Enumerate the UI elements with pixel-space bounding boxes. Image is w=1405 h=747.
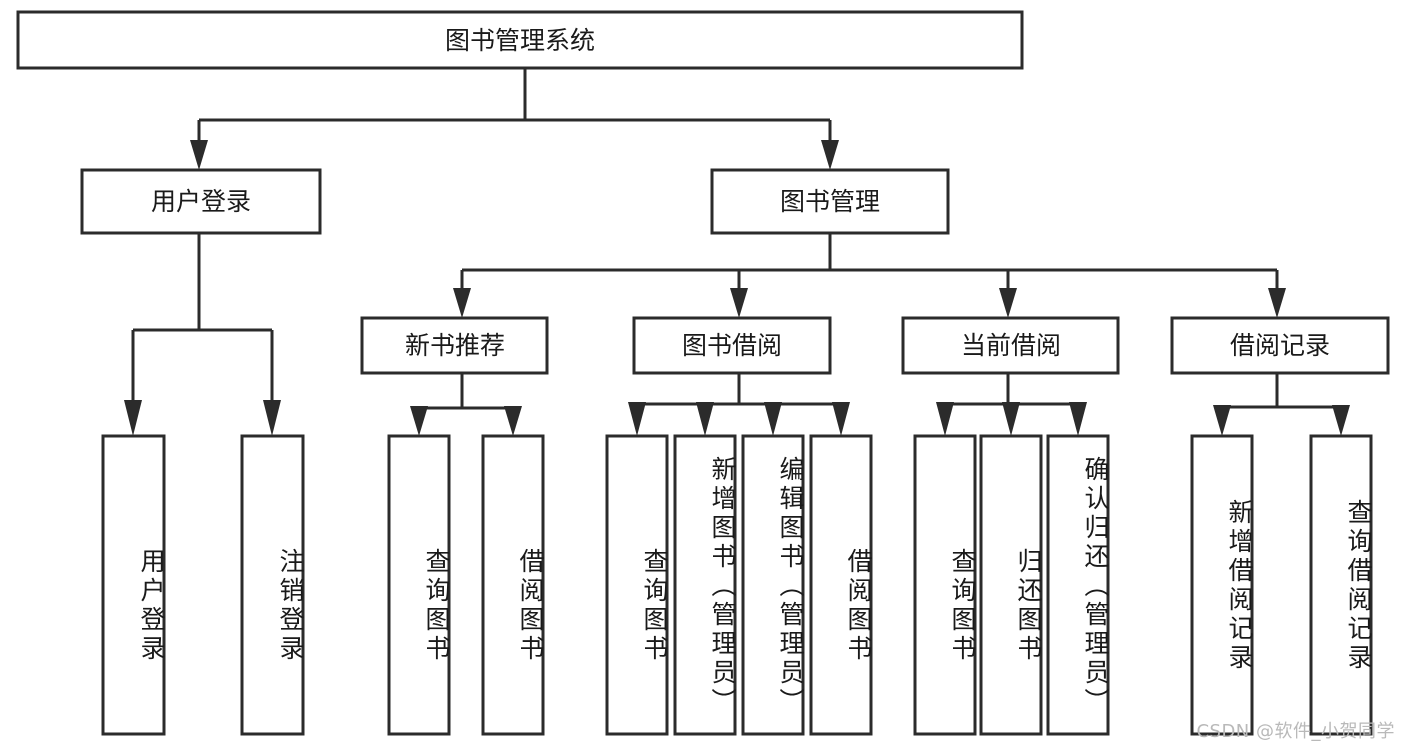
node-user-login-label: 用户登录 bbox=[151, 187, 251, 216]
arrow-head-icon bbox=[696, 402, 714, 436]
node-current-borrow-label: 当前借阅 bbox=[961, 331, 1061, 360]
node-root-book-management-system[interactable] bbox=[16, 10, 1024, 70]
node-leaf-logout[interactable] bbox=[240, 434, 305, 736]
node-leaf-add-book-admin[interactable] bbox=[673, 434, 737, 736]
node-layer: 图书管理系统 用户登录 图书管理 新书推荐 图书借阅 当前借阅 借阅记录 bbox=[16, 10, 1390, 736]
arrow-head-icon bbox=[764, 402, 782, 436]
node-book-management[interactable] bbox=[710, 168, 950, 235]
arrow-head-icon bbox=[1332, 405, 1350, 436]
arrow-head-icon bbox=[263, 400, 281, 436]
arrow-head-icon bbox=[936, 402, 954, 436]
node-book-borrow-label: 图书借阅 bbox=[682, 331, 782, 360]
node-leaf-query-book-nb[interactable] bbox=[387, 434, 451, 736]
arrow-head-icon bbox=[1268, 288, 1286, 318]
arrow-head-icon bbox=[1002, 402, 1020, 436]
node-new-book-recommend[interactable] bbox=[360, 316, 549, 375]
node-leaf-confirm-return-admin[interactable] bbox=[1046, 434, 1110, 736]
node-leaf-query-book-bb[interactable] bbox=[605, 434, 669, 736]
node-leaf-user-login[interactable] bbox=[101, 434, 166, 736]
arrow-head-icon bbox=[821, 140, 839, 170]
arrow-head-icon bbox=[1069, 402, 1087, 436]
node-new-book-recommend-label: 新书推荐 bbox=[405, 331, 505, 360]
arrow-head-icon bbox=[504, 406, 522, 436]
node-borrow-record[interactable] bbox=[1170, 316, 1390, 375]
node-leaf-edit-book-admin[interactable] bbox=[741, 434, 805, 736]
arrow-head-icon bbox=[453, 288, 471, 318]
arrow-head-icon bbox=[730, 288, 748, 318]
arrow-head-icon bbox=[832, 402, 850, 436]
watermark-text: CSDN @软件_小贺同学 bbox=[1196, 721, 1395, 742]
node-borrow-record-label: 借阅记录 bbox=[1230, 331, 1330, 360]
node-leaf-add-borrow-record[interactable] bbox=[1190, 434, 1254, 736]
node-leaf-return-book[interactable] bbox=[979, 434, 1043, 736]
arrow-head-icon bbox=[124, 400, 142, 436]
connector-layer bbox=[124, 68, 1350, 436]
arrow-head-icon bbox=[999, 288, 1017, 318]
node-leaf-borrow-book-nb[interactable] bbox=[481, 434, 545, 736]
node-leaf-query-book-cb[interactable] bbox=[913, 434, 977, 736]
arrow-head-icon bbox=[410, 406, 428, 436]
node-current-borrow[interactable] bbox=[901, 316, 1120, 375]
node-user-login[interactable] bbox=[80, 168, 322, 235]
node-leaf-borrow-book-bb[interactable] bbox=[809, 434, 873, 736]
node-book-borrow[interactable] bbox=[632, 316, 832, 375]
node-root-label: 图书管理系统 bbox=[445, 26, 595, 55]
arrow-head-icon bbox=[190, 140, 208, 170]
arrow-head-icon bbox=[1213, 405, 1231, 436]
arrow-head-icon bbox=[628, 402, 646, 436]
node-book-management-label: 图书管理 bbox=[780, 187, 880, 216]
node-leaf-query-borrow-record[interactable] bbox=[1309, 434, 1373, 736]
